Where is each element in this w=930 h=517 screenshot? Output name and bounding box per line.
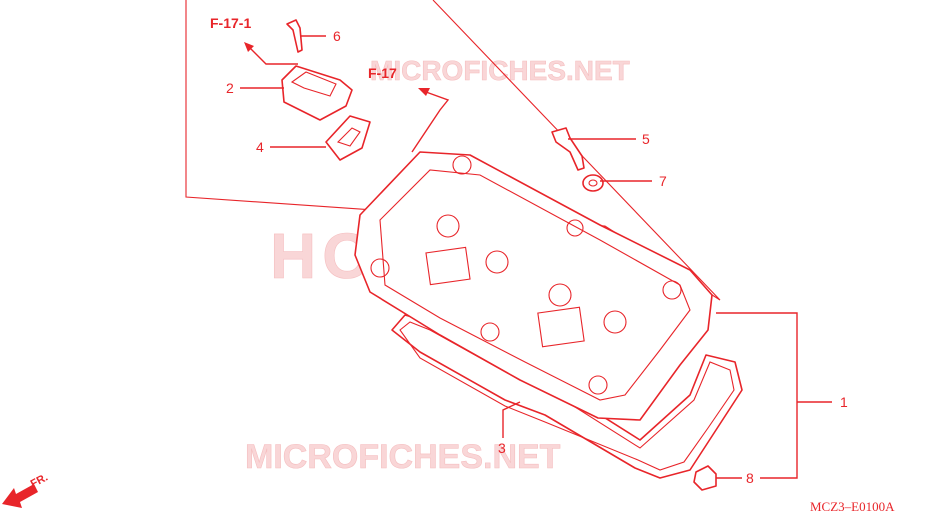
front-arrow-icon xyxy=(2,484,38,508)
cover-boss-9 xyxy=(548,283,572,307)
cover-boss-8 xyxy=(485,250,509,274)
cover-top-ridge xyxy=(379,169,691,401)
ignition-coil-cap xyxy=(281,65,353,121)
cylinder-head-cover xyxy=(354,151,713,421)
cover-boss-2 xyxy=(452,155,472,175)
cover-coil-opening-1 xyxy=(425,246,471,286)
callout-8: 8 xyxy=(746,470,754,486)
ignition-coil-cap-detail xyxy=(290,71,337,97)
ref-arrow-f17 xyxy=(411,91,450,153)
front-label: FR. xyxy=(29,471,50,490)
grommet-part-4 xyxy=(325,115,371,161)
assembly-outline xyxy=(185,0,721,301)
leader-3 xyxy=(502,401,521,438)
grommet-part-4-slot xyxy=(336,127,361,147)
ref-arrowhead-f17 xyxy=(418,88,430,96)
cover-boss-1 xyxy=(370,258,390,278)
diagram-code: MCZ3–E0100A xyxy=(810,499,895,514)
leader-1-bracket xyxy=(716,312,798,479)
callout-7: 7 xyxy=(659,173,667,189)
callout-6: 6 xyxy=(333,28,341,44)
ref-arrowhead-f17-1 xyxy=(244,42,254,52)
bolt-part-5 xyxy=(551,127,585,171)
bolt-part-6 xyxy=(286,19,303,53)
watermark-site-bottom: MICROFICHES.NET xyxy=(245,438,561,476)
cover-boss-3 xyxy=(566,219,584,237)
callout-1: 1 xyxy=(840,394,848,410)
cover-boss-6 xyxy=(588,375,608,395)
cover-coil-opening-2 xyxy=(537,306,585,348)
cover-boss-10 xyxy=(603,310,627,334)
callout-2: 2 xyxy=(226,80,234,96)
callout-3: 3 xyxy=(498,440,506,456)
washer-part-7-hole xyxy=(588,179,598,187)
cover-boss-4 xyxy=(662,280,682,300)
front-direction-arrow: FR. xyxy=(2,471,50,508)
ref-arrow-f17-1 xyxy=(247,45,298,65)
callout-4: 4 xyxy=(256,139,264,155)
cover-boss-7 xyxy=(436,214,460,238)
ref-label-f17-1[interactable]: F-17-1 xyxy=(210,15,251,31)
cover-boss-5 xyxy=(480,322,500,342)
washer-part-7 xyxy=(582,174,604,192)
plug-part-8 xyxy=(693,465,717,491)
ref-label-f17[interactable]: F-17 xyxy=(368,65,397,81)
callout-5: 5 xyxy=(642,131,650,147)
